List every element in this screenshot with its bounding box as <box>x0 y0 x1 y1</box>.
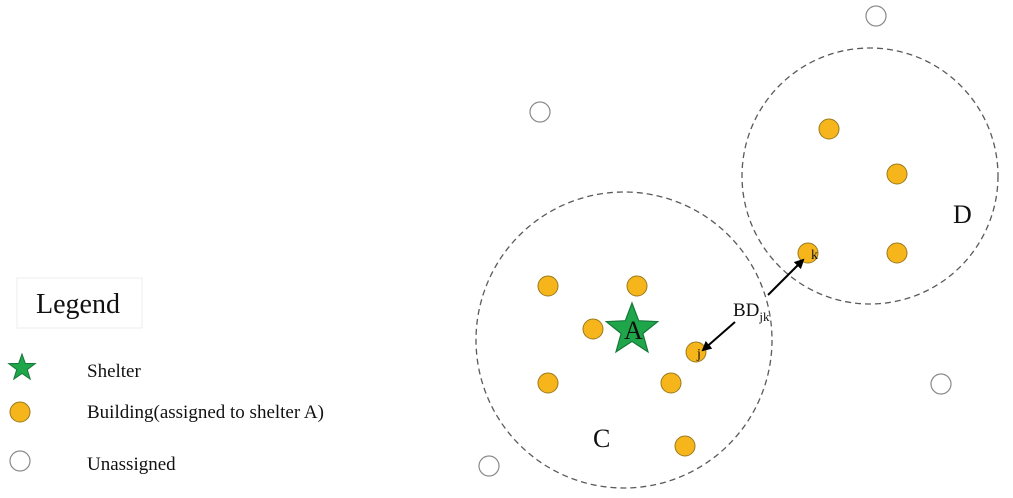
legend-unassigned-label: Unassigned <box>87 454 176 475</box>
building-j-label: j <box>696 347 701 362</box>
region-c-buildings: j <box>537 275 707 457</box>
building <box>818 118 840 140</box>
legend-building-label: Building(assigned to shelter A) <box>87 402 324 423</box>
distance-label-main: BD <box>733 300 759 321</box>
legend-shelter-label: Shelter <box>87 361 141 382</box>
legend-building-icon <box>9 401 31 423</box>
building-j <box>685 341 707 363</box>
distance-label-subscript: jk <box>758 309 770 324</box>
shelter-a-star-icon <box>604 301 660 354</box>
legend-title: Legend <box>36 289 120 320</box>
building <box>626 275 648 297</box>
unassigned-building <box>930 373 952 395</box>
region-d-label: D <box>953 200 972 229</box>
building <box>582 318 604 340</box>
legend-shelter-star-icon <box>7 352 37 381</box>
distance-label: BDjk <box>733 300 770 324</box>
building <box>660 372 682 394</box>
legend-unassigned-icon <box>9 450 31 472</box>
region-d-buildings: k <box>797 118 908 264</box>
building-k-label: k <box>811 248 818 263</box>
unassigned-building <box>478 455 500 477</box>
building-k <box>797 242 819 264</box>
building <box>886 163 908 185</box>
building <box>537 275 559 297</box>
distance-arrow-to-j <box>701 321 736 352</box>
region-c-circle <box>475 191 773 489</box>
building <box>537 372 559 394</box>
building <box>886 242 908 264</box>
distance-arrow-to-k <box>767 258 805 296</box>
unassigned-buildings <box>478 5 952 477</box>
legend: Legend Shelter Building(assigned to shel… <box>7 277 324 475</box>
region-d-circle <box>741 47 999 305</box>
unassigned-building <box>529 101 551 123</box>
shelter-a-label: A <box>624 316 643 345</box>
building <box>674 435 696 457</box>
unassigned-building <box>865 5 887 27</box>
region-c-label: C <box>593 424 610 453</box>
legend-title-box <box>16 277 143 329</box>
